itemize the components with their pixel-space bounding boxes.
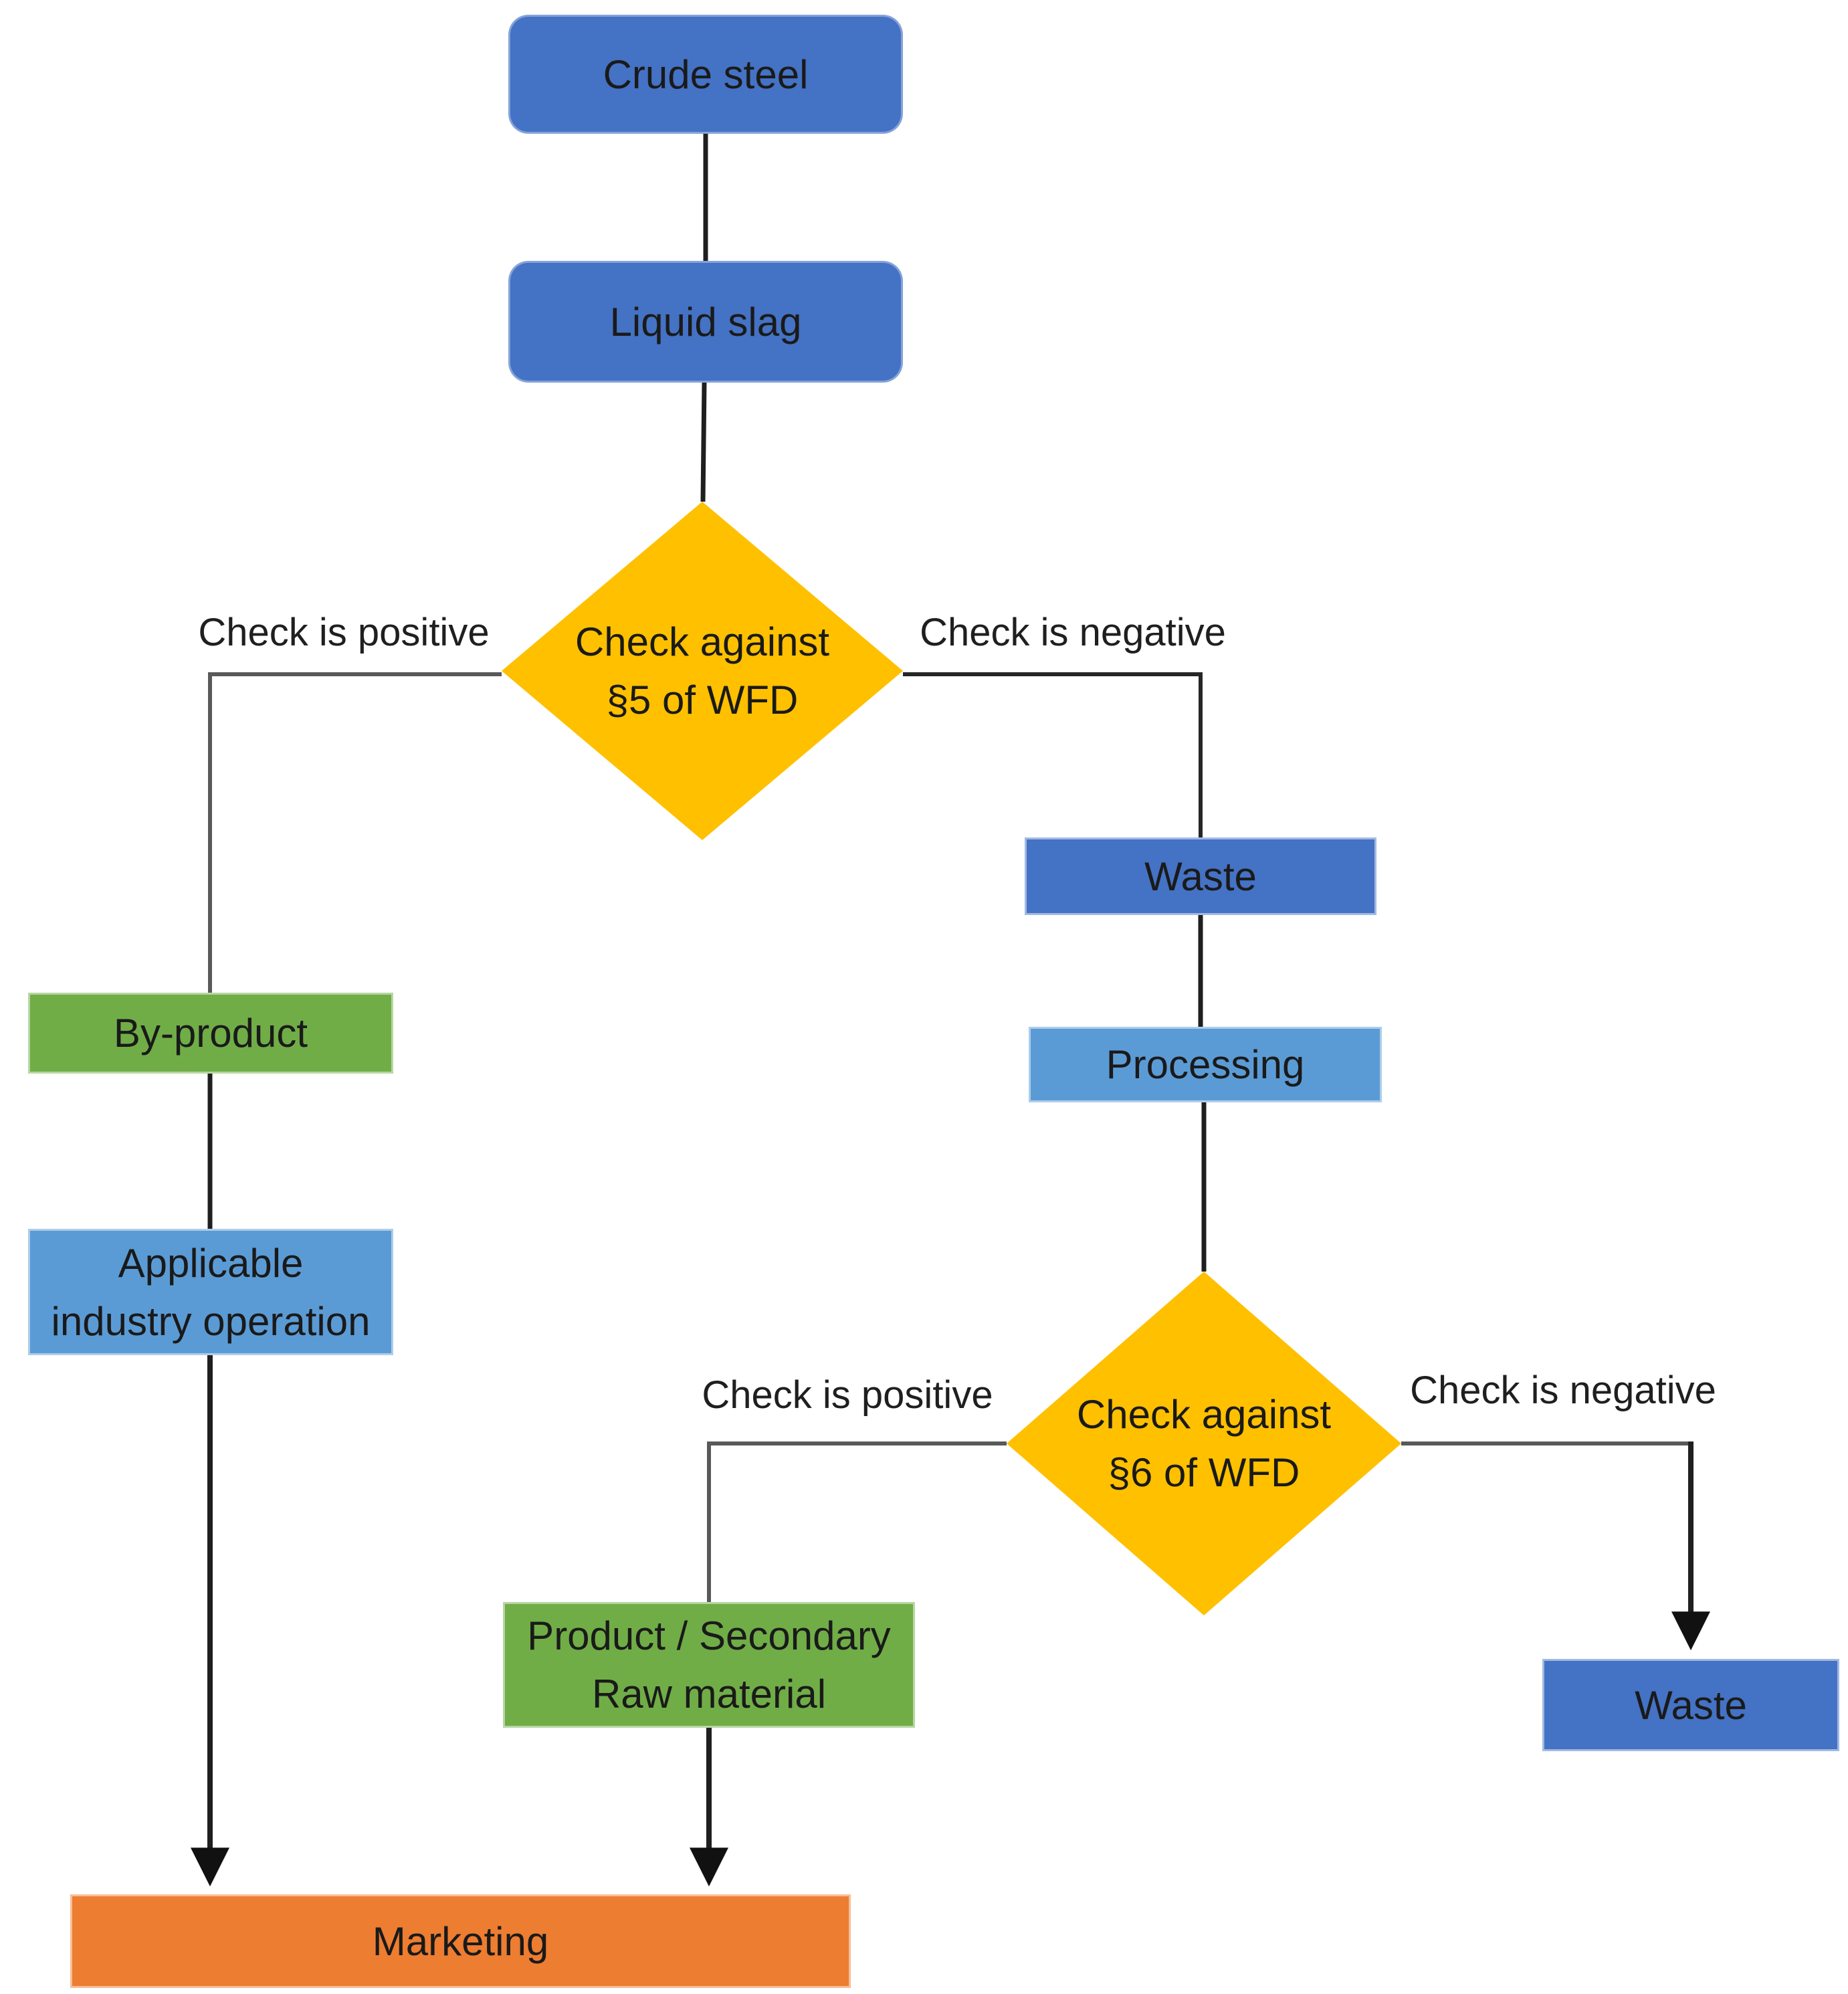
- node-marketing-label: Marketing: [372, 1918, 549, 1964]
- node-marketing: Marketing: [70, 1894, 851, 1988]
- edge-label-check5-negative: Check is negative: [920, 611, 1226, 654]
- node-product-line2: Raw material: [591, 1672, 827, 1716]
- connector-liquid-to-check5: [700, 382, 707, 502]
- connector-check5-negative-to-waste: [903, 672, 1203, 837]
- node-waste-after-check-6: Waste: [1542, 1659, 1839, 1751]
- connector-check5-positive-to-byproduct: [208, 672, 502, 993]
- node-applicable-line1: Applicable: [118, 1240, 304, 1286]
- node-product-secondary-raw-material: Product / Secondary Raw material: [503, 1602, 915, 1728]
- decision-check-wfd-5-line1: Check against: [575, 619, 830, 664]
- node-waste-after-check-5: Waste: [1025, 837, 1376, 915]
- edge-label-check5-positive: Check is positive: [198, 611, 490, 654]
- node-crude-steel-label: Crude steel: [603, 52, 809, 97]
- node-processing-label: Processing: [1106, 1042, 1305, 1087]
- edge-label-check6-positive: Check is positive: [702, 1373, 993, 1417]
- decision-check-wfd-6-line1: Check against: [1076, 1392, 1332, 1437]
- node-applicable-industry-operation: Applicable industry operation: [28, 1229, 393, 1355]
- node-by-product: By-product: [28, 993, 393, 1074]
- node-by-product-label: By-product: [113, 1011, 308, 1056]
- connector-check6-positive-to-product: [707, 1441, 1007, 1602]
- node-crude-steel: Crude steel: [508, 15, 903, 134]
- node-liquid-slag-label: Liquid slag: [609, 299, 802, 344]
- node-waste-after-check-5-label: Waste: [1144, 854, 1257, 899]
- node-product-line1: Product / Secondary: [527, 1613, 891, 1658]
- node-applicable-line2: industry operation: [51, 1298, 371, 1344]
- decision-check-wfd-6-line2: §6 of WFD: [1108, 1450, 1300, 1495]
- node-liquid-slag: Liquid slag: [508, 261, 903, 383]
- decision-check-wfd-5-line2: §5 of WFD: [606, 678, 799, 722]
- edge-label-check6-negative: Check is negative: [1410, 1369, 1716, 1412]
- node-processing: Processing: [1029, 1027, 1382, 1102]
- node-waste-after-check-6-label: Waste: [1635, 1682, 1747, 1728]
